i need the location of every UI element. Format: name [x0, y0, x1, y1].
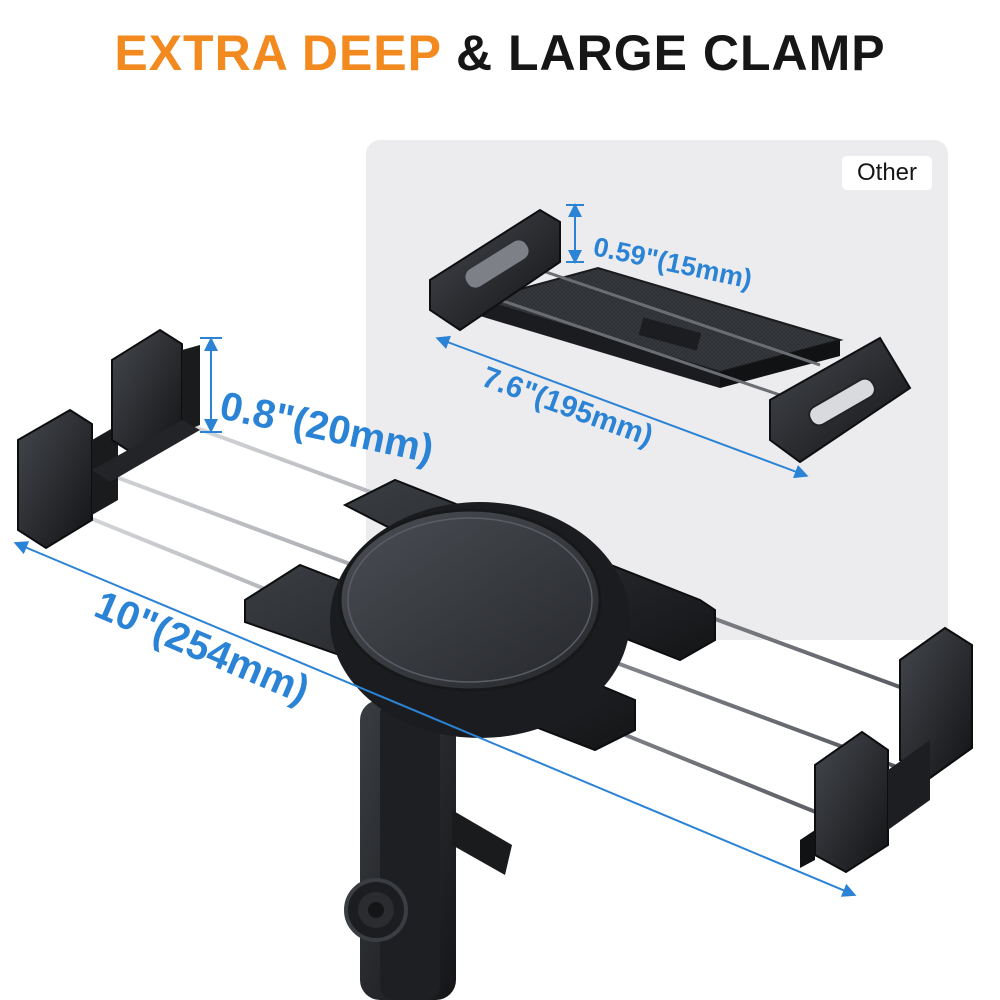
headline: EXTRA DEEP & LARGE CLAMP — [0, 24, 1000, 82]
stand-pole — [344, 700, 512, 1000]
inset-clamp-left-jaw — [429, 208, 561, 332]
main-depth-dimension: 0.8"(20mm) — [200, 337, 437, 472]
main-clamp-right-jaw — [800, 626, 973, 874]
main-clamp-left-jaw — [17, 328, 200, 550]
headline-rest: & LARGE CLAMP — [456, 25, 886, 81]
inset-badge: Other — [842, 156, 932, 190]
inset-width-label: 7.6"(195mm) — [478, 361, 658, 453]
main-depth-label: 0.8"(20mm) — [216, 384, 437, 472]
center-disc — [338, 508, 602, 692]
headline-accent: EXTRA DEEP — [114, 25, 442, 81]
clamp-center-body — [244, 478, 716, 752]
